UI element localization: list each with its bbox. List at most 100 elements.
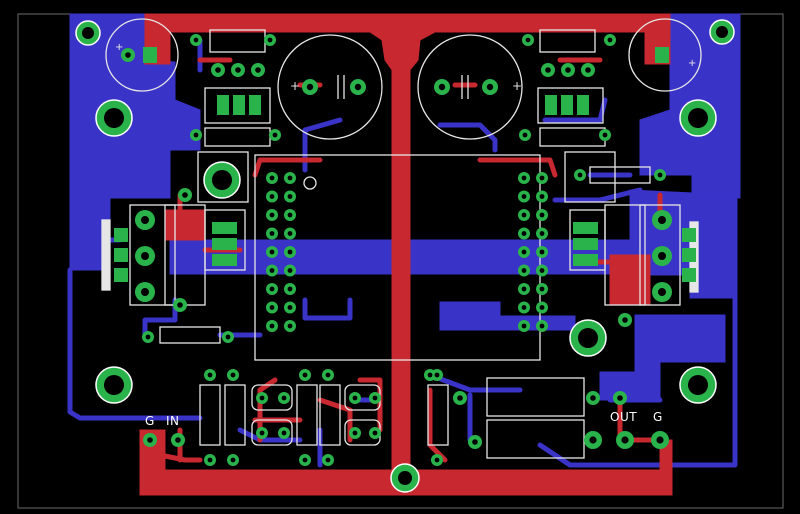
- pad-drill-hole: [521, 231, 527, 236]
- pad-drill-hole: [565, 67, 571, 73]
- film-capacitor-upper: [486, 377, 585, 417]
- output-signal-label: OUT: [610, 410, 638, 424]
- pad-drill-hole: [193, 37, 199, 43]
- top-pour-left-mid: [164, 209, 206, 241]
- pad-drill-hole: [182, 192, 188, 198]
- pad-drill-hole: [325, 457, 331, 463]
- pad-drill-hole: [302, 372, 308, 378]
- pad-drill-hole: [269, 212, 275, 218]
- pad-drill-hole: [585, 67, 591, 73]
- pad-drill-hole: [434, 457, 440, 463]
- pad-drill-hole: [269, 305, 275, 310]
- pad-drill-hole: [434, 372, 440, 378]
- pad-drill-hole: [372, 430, 378, 436]
- bottom-copper-layer: [67, 13, 741, 468]
- input-signal-label: IN: [166, 414, 180, 428]
- capacitor-large-left-outline: [277, 34, 383, 140]
- pad-drill-hole: [287, 212, 293, 218]
- pad-drill-hole: [147, 437, 153, 443]
- pad-drill-hole: [352, 430, 358, 436]
- pad-drill-hole: [175, 437, 181, 443]
- pad-drill-hole: [230, 457, 236, 463]
- pad-drill-hole: [522, 132, 528, 138]
- pad-drill-hole: [302, 457, 308, 463]
- pad-drill-hole: [521, 286, 527, 292]
- pad-drill-hole: [281, 395, 287, 401]
- pad-drill-hole: [259, 430, 265, 436]
- capacitor-large-right-outline: [417, 34, 523, 140]
- pad-drill-hole: [269, 231, 275, 236]
- pad-drill-hole: [427, 372, 433, 378]
- pad-drill-hole: [539, 323, 545, 329]
- pad-drill-hole: [525, 37, 531, 43]
- svg-text:+: +: [290, 79, 300, 93]
- pad-drill-hole: [272, 132, 278, 138]
- pad-drill-hole: [354, 83, 362, 91]
- svg-text:+: +: [512, 79, 522, 93]
- pad-drill-hole: [287, 249, 293, 255]
- pad-drill-hole: [539, 231, 545, 236]
- pad-drill-hole: [287, 323, 293, 329]
- pad-drill-hole: [617, 395, 623, 401]
- pad-drill-hole: [235, 67, 241, 73]
- pad-drill-hole: [539, 305, 545, 310]
- pad-drill-hole: [352, 395, 358, 401]
- pad-drill-hole: [521, 194, 527, 199]
- pad-drill-hole: [269, 268, 275, 273]
- pad-drill-hole: [621, 436, 629, 444]
- pad-drill-hole: [269, 323, 275, 329]
- top-pour-right-mid: [609, 254, 651, 306]
- svg-text:+: +: [688, 58, 696, 69]
- pad-drill-hole: [521, 249, 527, 255]
- pad-drill-hole: [521, 212, 527, 218]
- pad-drill-hole: [177, 302, 183, 308]
- pad-drill-hole: [141, 252, 149, 260]
- pad-drill-hole: [657, 172, 663, 178]
- pad-drill-hole: [259, 395, 265, 401]
- pad-drill-hole: [287, 286, 293, 292]
- pad-drill-hole: [372, 395, 378, 401]
- pad-drill-hole: [607, 37, 613, 43]
- pad-drill-hole: [472, 439, 478, 445]
- pad-drill-hole: [325, 372, 331, 378]
- pad-drill-hole: [539, 212, 545, 218]
- pad-drill-hole: [287, 305, 293, 310]
- pad-drill-hole: [230, 372, 236, 378]
- output-ground-label: G: [653, 410, 663, 424]
- pad-drill-hole: [269, 286, 275, 292]
- capacitor-small-right-outline: [628, 18, 702, 92]
- pad-drill-hole: [145, 334, 151, 340]
- pad-drill-hole: [141, 216, 149, 224]
- pad-drill-hole: [486, 83, 494, 91]
- pad-drill-hole: [577, 172, 583, 178]
- pad-drill-hole: [457, 395, 463, 401]
- pads-layer: [75, 19, 735, 493]
- pad-drill-hole: [269, 175, 275, 181]
- pad-drill-hole: [269, 249, 275, 255]
- pad-drill-hole: [539, 194, 545, 199]
- pad-drill-hole: [141, 288, 149, 296]
- pad-drill-hole: [306, 83, 314, 91]
- pad-drill-hole: [658, 252, 666, 260]
- pad-drill-hole: [287, 268, 293, 273]
- pad-drill-hole: [287, 231, 293, 236]
- pad-drill-hole: [215, 67, 221, 73]
- pad-drill-hole: [281, 430, 287, 436]
- pad-drill-hole: [622, 317, 628, 323]
- pad-drill-hole: [539, 268, 545, 273]
- pad-drill-hole: [267, 37, 273, 43]
- pad-drill-hole: [225, 334, 231, 340]
- pad-drill-hole: [590, 395, 596, 401]
- pad-drill-hole: [438, 83, 446, 91]
- bottom-pour-right-top-strip: [639, 119, 686, 133]
- input-ground-label: G: [145, 414, 155, 428]
- svg-text:+: +: [115, 42, 123, 53]
- pad-drill-hole: [539, 286, 545, 292]
- pad-drill-hole: [539, 175, 545, 181]
- pad-drill-hole: [521, 305, 527, 310]
- pad-drill-hole: [269, 194, 275, 199]
- pad-drill-hole: [658, 288, 666, 296]
- pad-drill-hole: [207, 457, 213, 463]
- pad-drill-hole: [521, 268, 527, 273]
